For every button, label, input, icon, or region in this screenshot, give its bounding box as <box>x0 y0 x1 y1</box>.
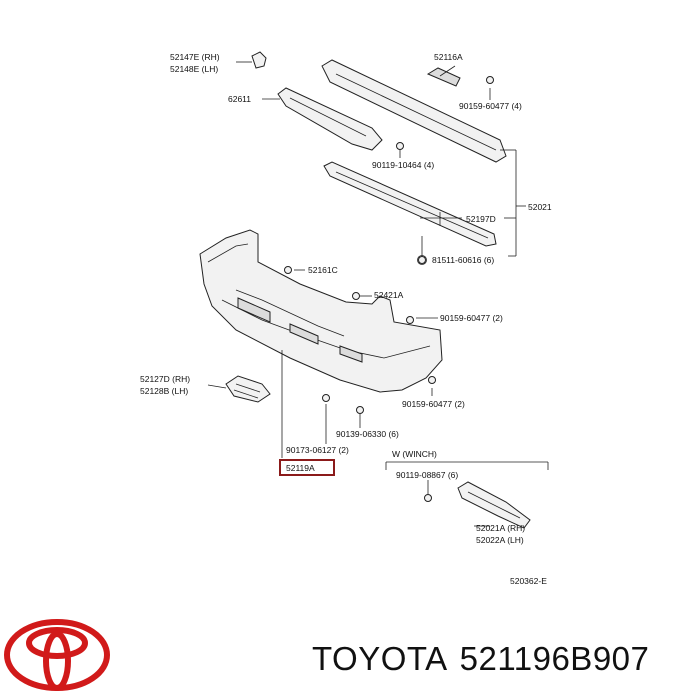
label-diagram-code: 520362-E <box>510 576 547 586</box>
label-81511: 81511-60616 (6) <box>432 255 494 265</box>
fastener-bolts <box>284 76 494 502</box>
lower-bar-52197d-part <box>323 161 497 247</box>
label-90173: 90173-06127 (2) <box>286 445 349 455</box>
label-90119-winch: 90119-08867 (6) <box>396 470 458 480</box>
label-52021a: 52021A (RH) <box>476 523 525 533</box>
label-winch-title: W (WINCH) <box>392 449 437 459</box>
toyota-logo-icon <box>4 619 110 691</box>
label-52197d: 52197D <box>466 214 496 224</box>
winch-bracket-part <box>457 481 531 529</box>
label-52021: 52021 <box>528 202 552 212</box>
label-90139: 90139-06330 (6) <box>336 429 399 439</box>
label-90159-low: 90159-60477 (2) <box>402 399 465 409</box>
label-52148e: 52148E (LH) <box>170 64 218 74</box>
standard-part-mark-icon <box>417 255 427 265</box>
part-number: 521196B907 <box>459 640 650 677</box>
label-52421a: 52421A <box>374 290 404 300</box>
reinforcement-bar-part <box>321 59 507 163</box>
label-52116a: 52116A <box>434 52 463 62</box>
highlight-box-52119a <box>279 459 335 476</box>
bumper-exploded-diagram: 52147E (RH) 52148E (LH) 62611 52116A 901… <box>140 51 552 586</box>
label-90159-top: 90159-60477 (4) <box>459 101 522 111</box>
bumper-cover-part <box>199 229 443 393</box>
label-52128b: 52128B (LH) <box>140 386 188 396</box>
label-90119-top: 90119-10464 (4) <box>372 160 434 170</box>
label-52147e: 52147E (RH) <box>170 52 220 62</box>
label-52119a: 52119A <box>286 463 315 473</box>
label-52022a: 52022A (LH) <box>476 535 524 545</box>
label-90159-mid: 90159-60477 (2) <box>440 313 503 323</box>
label-62611: 62611 <box>228 94 251 104</box>
clip-52147e-part <box>251 51 267 69</box>
leader-lines <box>207 61 549 527</box>
fog-lamp-cover-part <box>225 375 271 403</box>
caption: TOYOTA 521196B907 <box>312 640 692 678</box>
label-52127d: 52127D (RH) <box>140 374 190 384</box>
label-52161c: 52161C <box>308 265 338 275</box>
molding-62611-part <box>277 87 383 151</box>
brand-name: TOYOTA <box>312 640 448 677</box>
